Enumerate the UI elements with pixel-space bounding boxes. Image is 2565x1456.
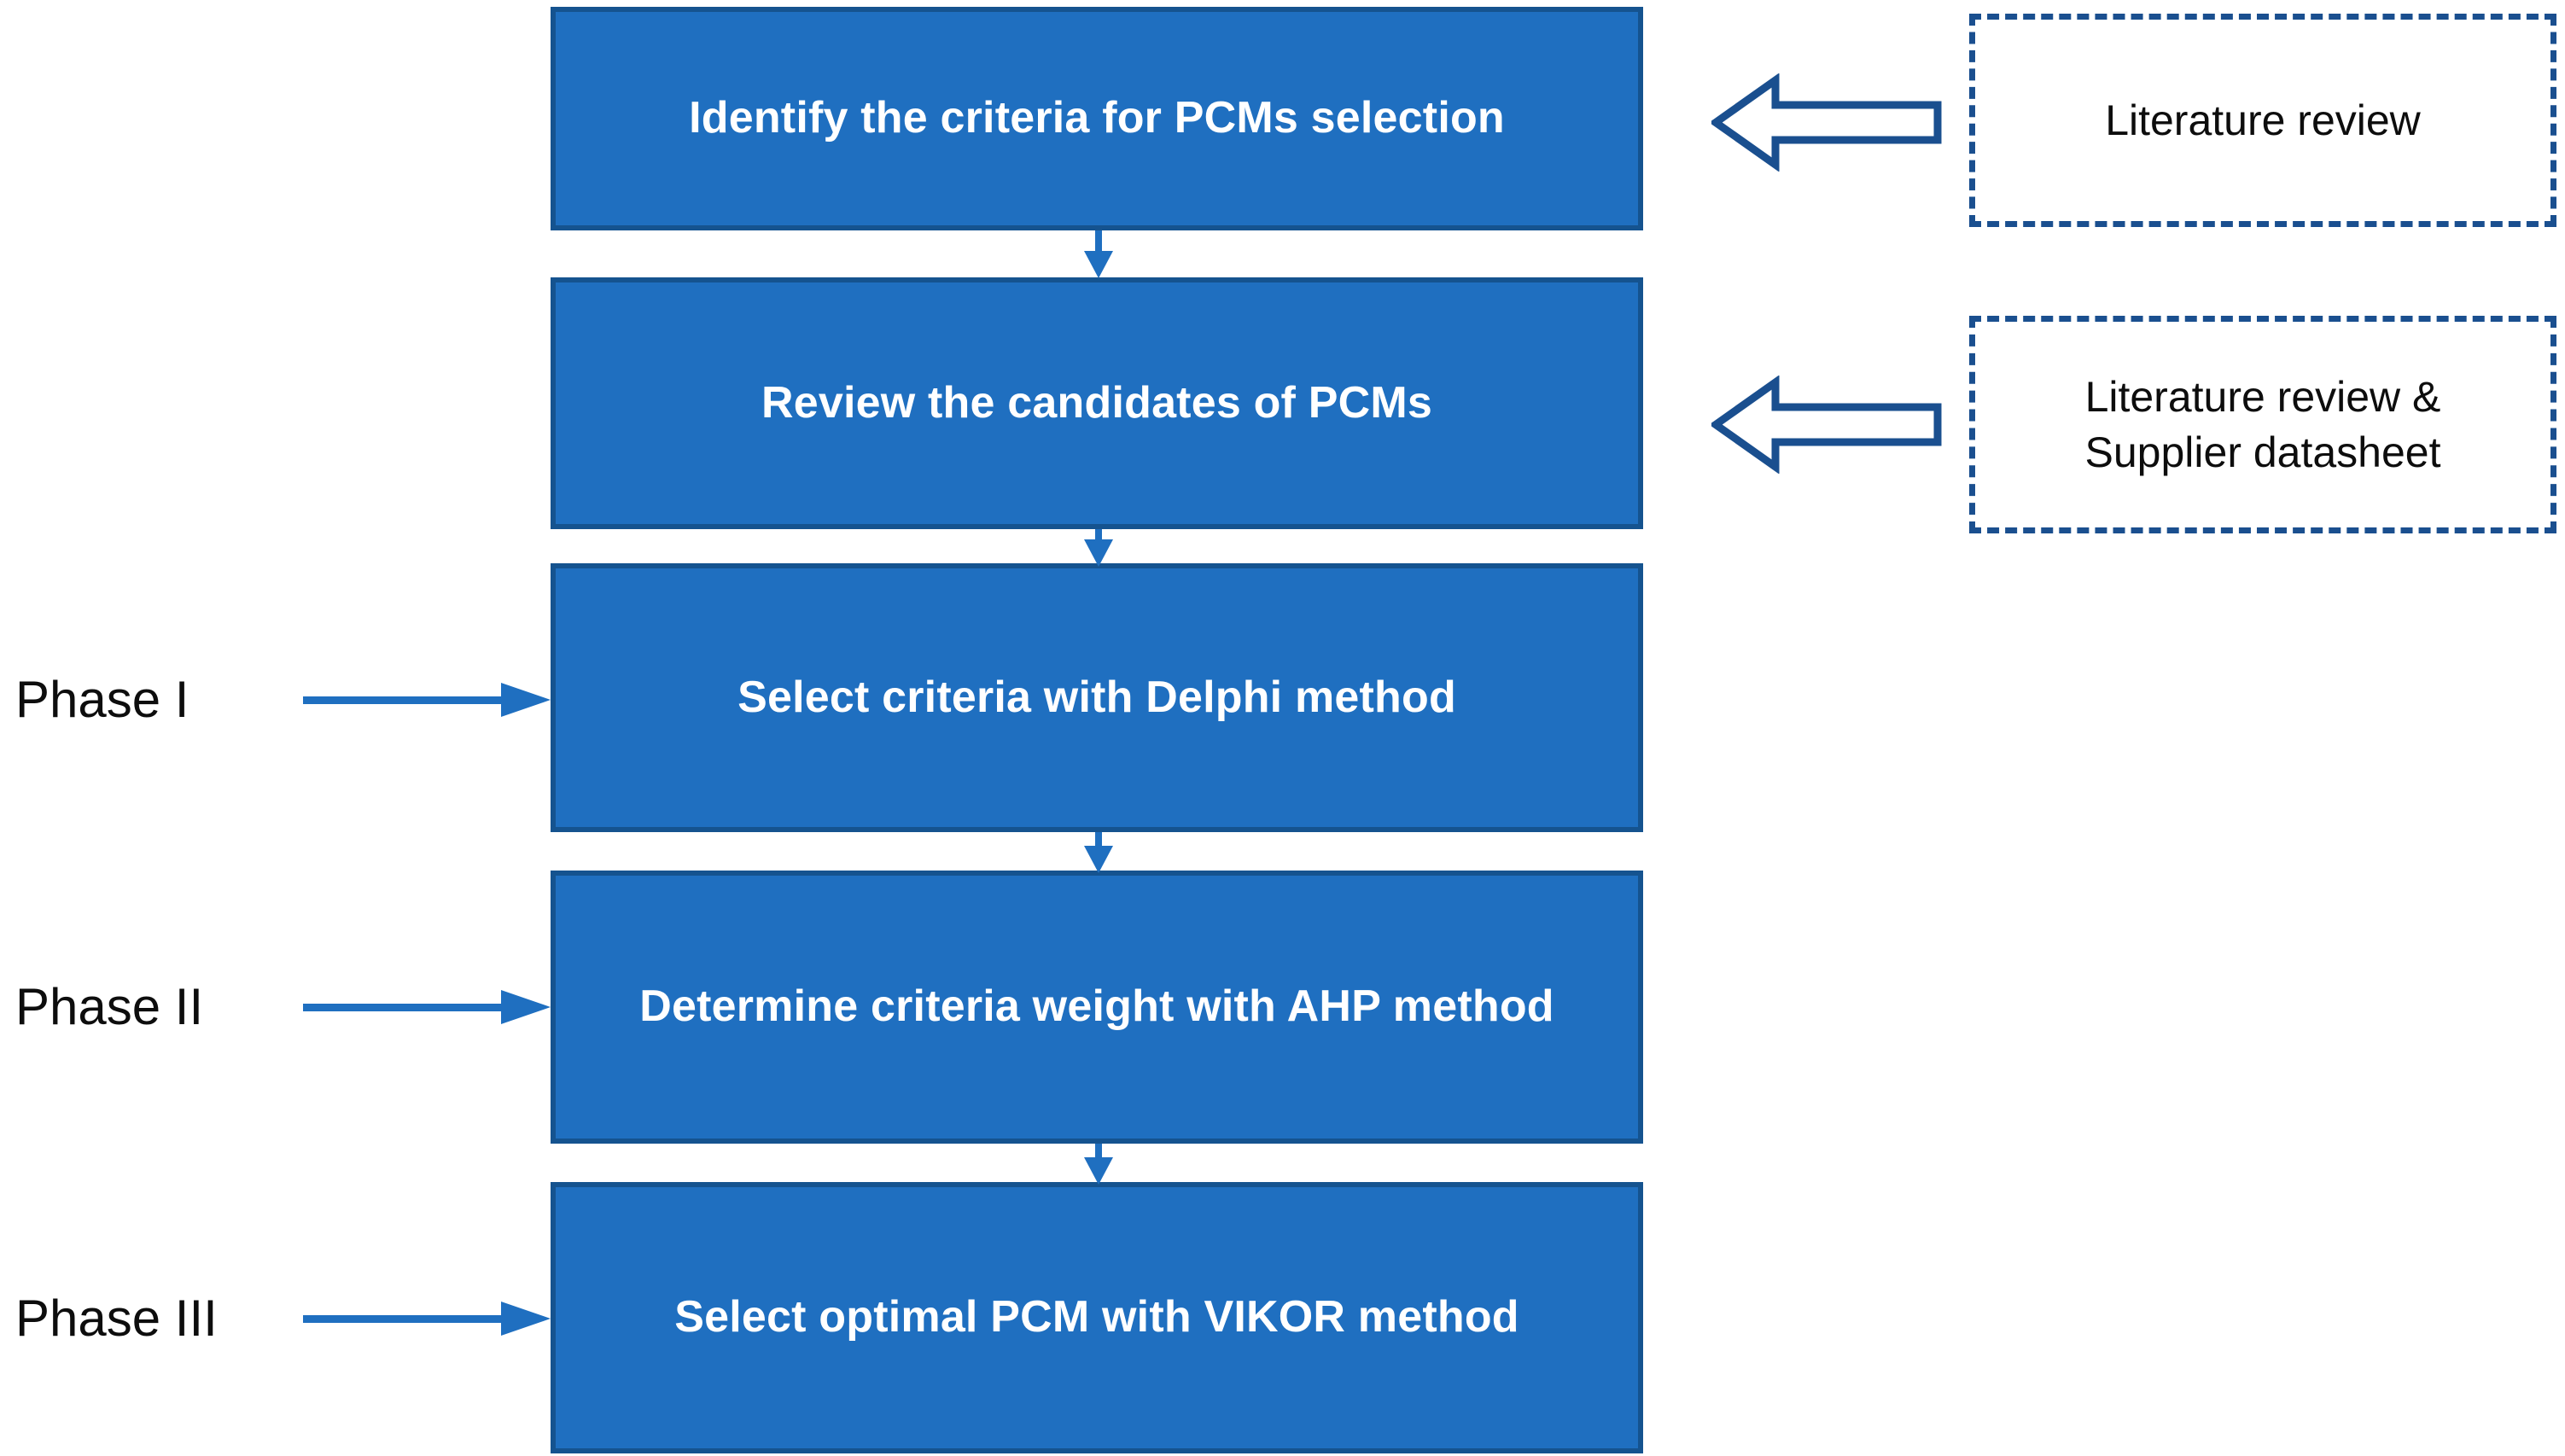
arrow-head [1084, 1157, 1113, 1185]
source-box-label-line2: Supplier datasheet [2084, 428, 2441, 476]
arrow-shaft [303, 696, 508, 704]
process-box-determine-weight-ahp[interactable]: Determine criteria weight with AHP metho… [551, 871, 1643, 1144]
block-arrow-left-icon [1711, 376, 1942, 474]
arrow-head [1084, 539, 1113, 567]
phase-arrow-right-icon [303, 683, 551, 717]
phase-label-3: Phase III [15, 1290, 218, 1347]
phase-arrow-right-icon [303, 1302, 551, 1336]
process-box-label: Determine criteria weight with AHP metho… [639, 981, 1554, 1032]
arrow-shaft [1095, 1144, 1102, 1159]
arrow-head [501, 683, 551, 717]
process-box-select-criteria-delphi[interactable]: Select criteria with Delphi method [551, 563, 1643, 832]
process-box-label: Select optimal PCM with VIKOR method [674, 1292, 1519, 1342]
arrow-shaft [1095, 230, 1102, 253]
arrow-shaft [1095, 832, 1102, 847]
arrow-shaft [303, 1004, 508, 1011]
process-box-label: Identify the criteria for PCMs selection [689, 93, 1505, 143]
arrow-head [1084, 251, 1113, 278]
source-box-literature-and-supplier[interactable]: Literature review & Supplier datasheet [1969, 316, 2556, 533]
source-box-literature-review[interactable]: Literature review [1969, 14, 2556, 227]
flow-arrow-down-icon [1084, 1144, 1113, 1185]
process-box-select-optimal-vikor[interactable]: Select optimal PCM with VIKOR method [551, 1182, 1643, 1453]
arrow-head [1084, 846, 1113, 873]
process-box-label: Review the candidates of PCMs [761, 377, 1432, 428]
arrow-shaft [303, 1315, 508, 1323]
block-arrow-left-icon [1711, 73, 1942, 172]
phase-arrow-right-icon [303, 990, 551, 1024]
source-box-label: Literature review [2105, 96, 2421, 144]
flow-arrow-down-icon [1084, 529, 1113, 567]
source-box-label: Literature review & Supplier datasheet [2073, 370, 2453, 480]
flow-arrow-down-icon [1084, 230, 1113, 278]
flow-arrow-down-icon [1084, 832, 1113, 873]
process-box-review-candidates[interactable]: Review the candidates of PCMs [551, 277, 1643, 529]
phase-label-2: Phase II [15, 978, 204, 1035]
process-box-label: Select criteria with Delphi method [737, 672, 1456, 722]
source-box-label-line1: Literature review & [2084, 372, 2441, 421]
arrow-head [501, 1302, 551, 1336]
process-box-identify-criteria[interactable]: Identify the criteria for PCMs selection [551, 7, 1643, 230]
arrow-head [501, 990, 551, 1024]
phase-label-1: Phase I [15, 671, 189, 728]
arrow-shaft [1095, 529, 1102, 541]
